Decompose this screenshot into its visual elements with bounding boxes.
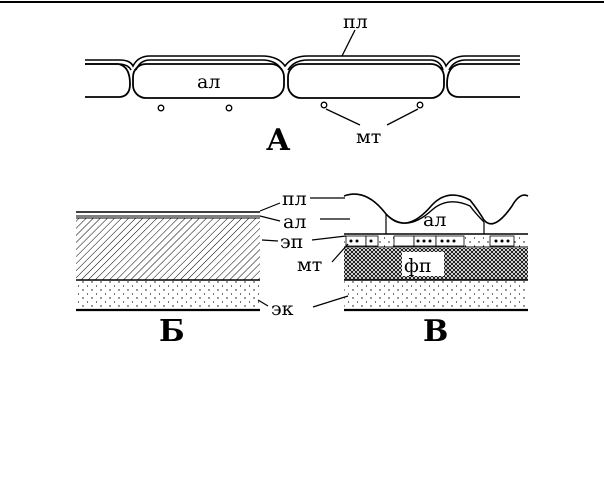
ep-label: эп [280,231,303,253]
panel-b-epicuticle-layer [76,218,260,280]
panel-a-microtubule-2 [226,105,232,111]
panel-v-fp-label: фп [404,255,432,277]
panel-a-microtubule-4 [417,102,423,108]
al-label: ал [283,211,306,233]
panel-a-pl-label: пл [343,11,368,33]
panel-a-mt-label: мт [356,126,381,148]
panel-a-cell-2 [288,64,444,98]
panel-a-mt-leader-1 [326,109,360,125]
mt-label: мт [297,254,322,276]
panel-b-exocuticle-layer [76,281,260,309]
panel-a-microtubule-3 [321,102,327,108]
panel-a-letter: А [266,123,291,158]
al-leader-left [260,216,280,221]
panel-a-microtubule-1 [158,105,164,111]
pl-leader-left [260,203,280,211]
panel-a-cell-left-edge [85,64,130,97]
panel-a-pl-leader [342,30,355,56]
ek-label: эк [271,298,294,320]
panel-v-exocuticle-layer [344,281,528,309]
pl-label: пл [282,188,307,210]
panel-v: ал фп В [344,194,528,349]
panel-b: Б [76,212,260,349]
ek-leader-right [313,296,348,307]
shared-labels: пл ал эп мт эк [258,188,350,320]
panel-a-cell-right-edge [447,64,520,97]
ep-leader-left [262,240,278,241]
panel-b-letter: Б [159,314,185,349]
panel-v-al-label: ал [423,209,446,231]
panel-a-mt-leader-2 [387,109,418,125]
panel-a: пл ал мт А [85,11,520,158]
panel-a-al-label: ал [197,71,220,93]
ep-leader-right [312,236,346,240]
panel-v-letter: В [423,314,448,349]
